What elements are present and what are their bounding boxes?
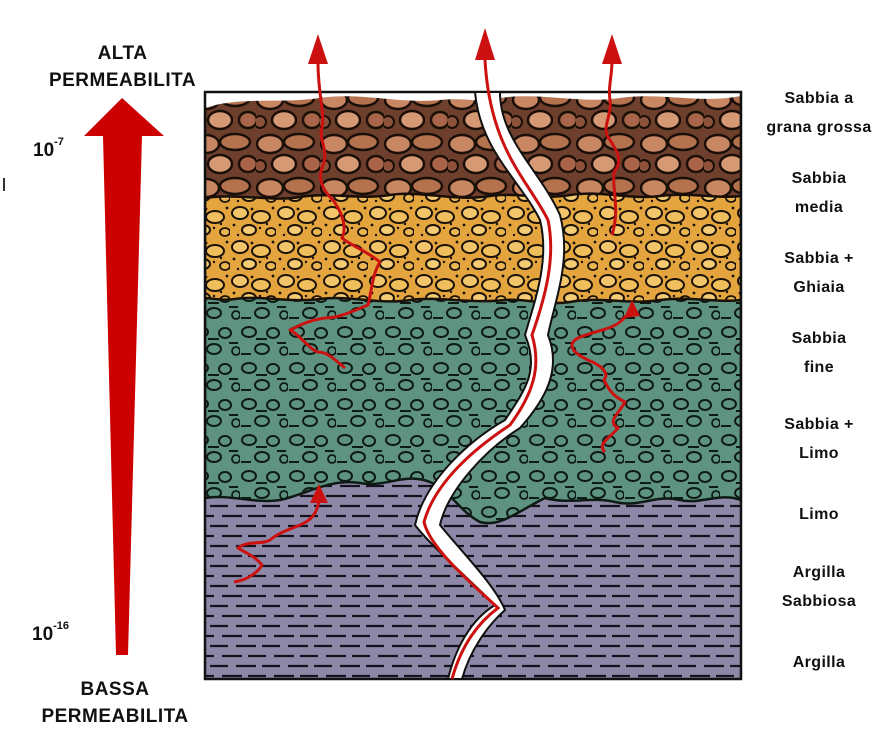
- layer-label-sabbia-fine: Sabbia fine: [755, 324, 883, 382]
- layer-label-sabbia-grossa: Sabbia a grana grossa: [755, 84, 883, 142]
- layer-label-sabbia-ghiaia: Sabbia + Ghiaia: [755, 244, 883, 302]
- layer-sabbia-grossa: [205, 92, 741, 199]
- layer-label-argilla: Argilla: [755, 648, 883, 677]
- layer-label-argilla-sabbiosa: Argilla Sabbiosa: [755, 558, 883, 616]
- soil-block: [205, 88, 741, 679]
- layer-label-sabbia-limo: Sabbia + Limo: [755, 410, 883, 468]
- layer-label-limo: Limo: [755, 500, 883, 529]
- permeability-arrow: [84, 98, 164, 655]
- layer-label-sabbia-media: Sabbia media: [755, 164, 883, 222]
